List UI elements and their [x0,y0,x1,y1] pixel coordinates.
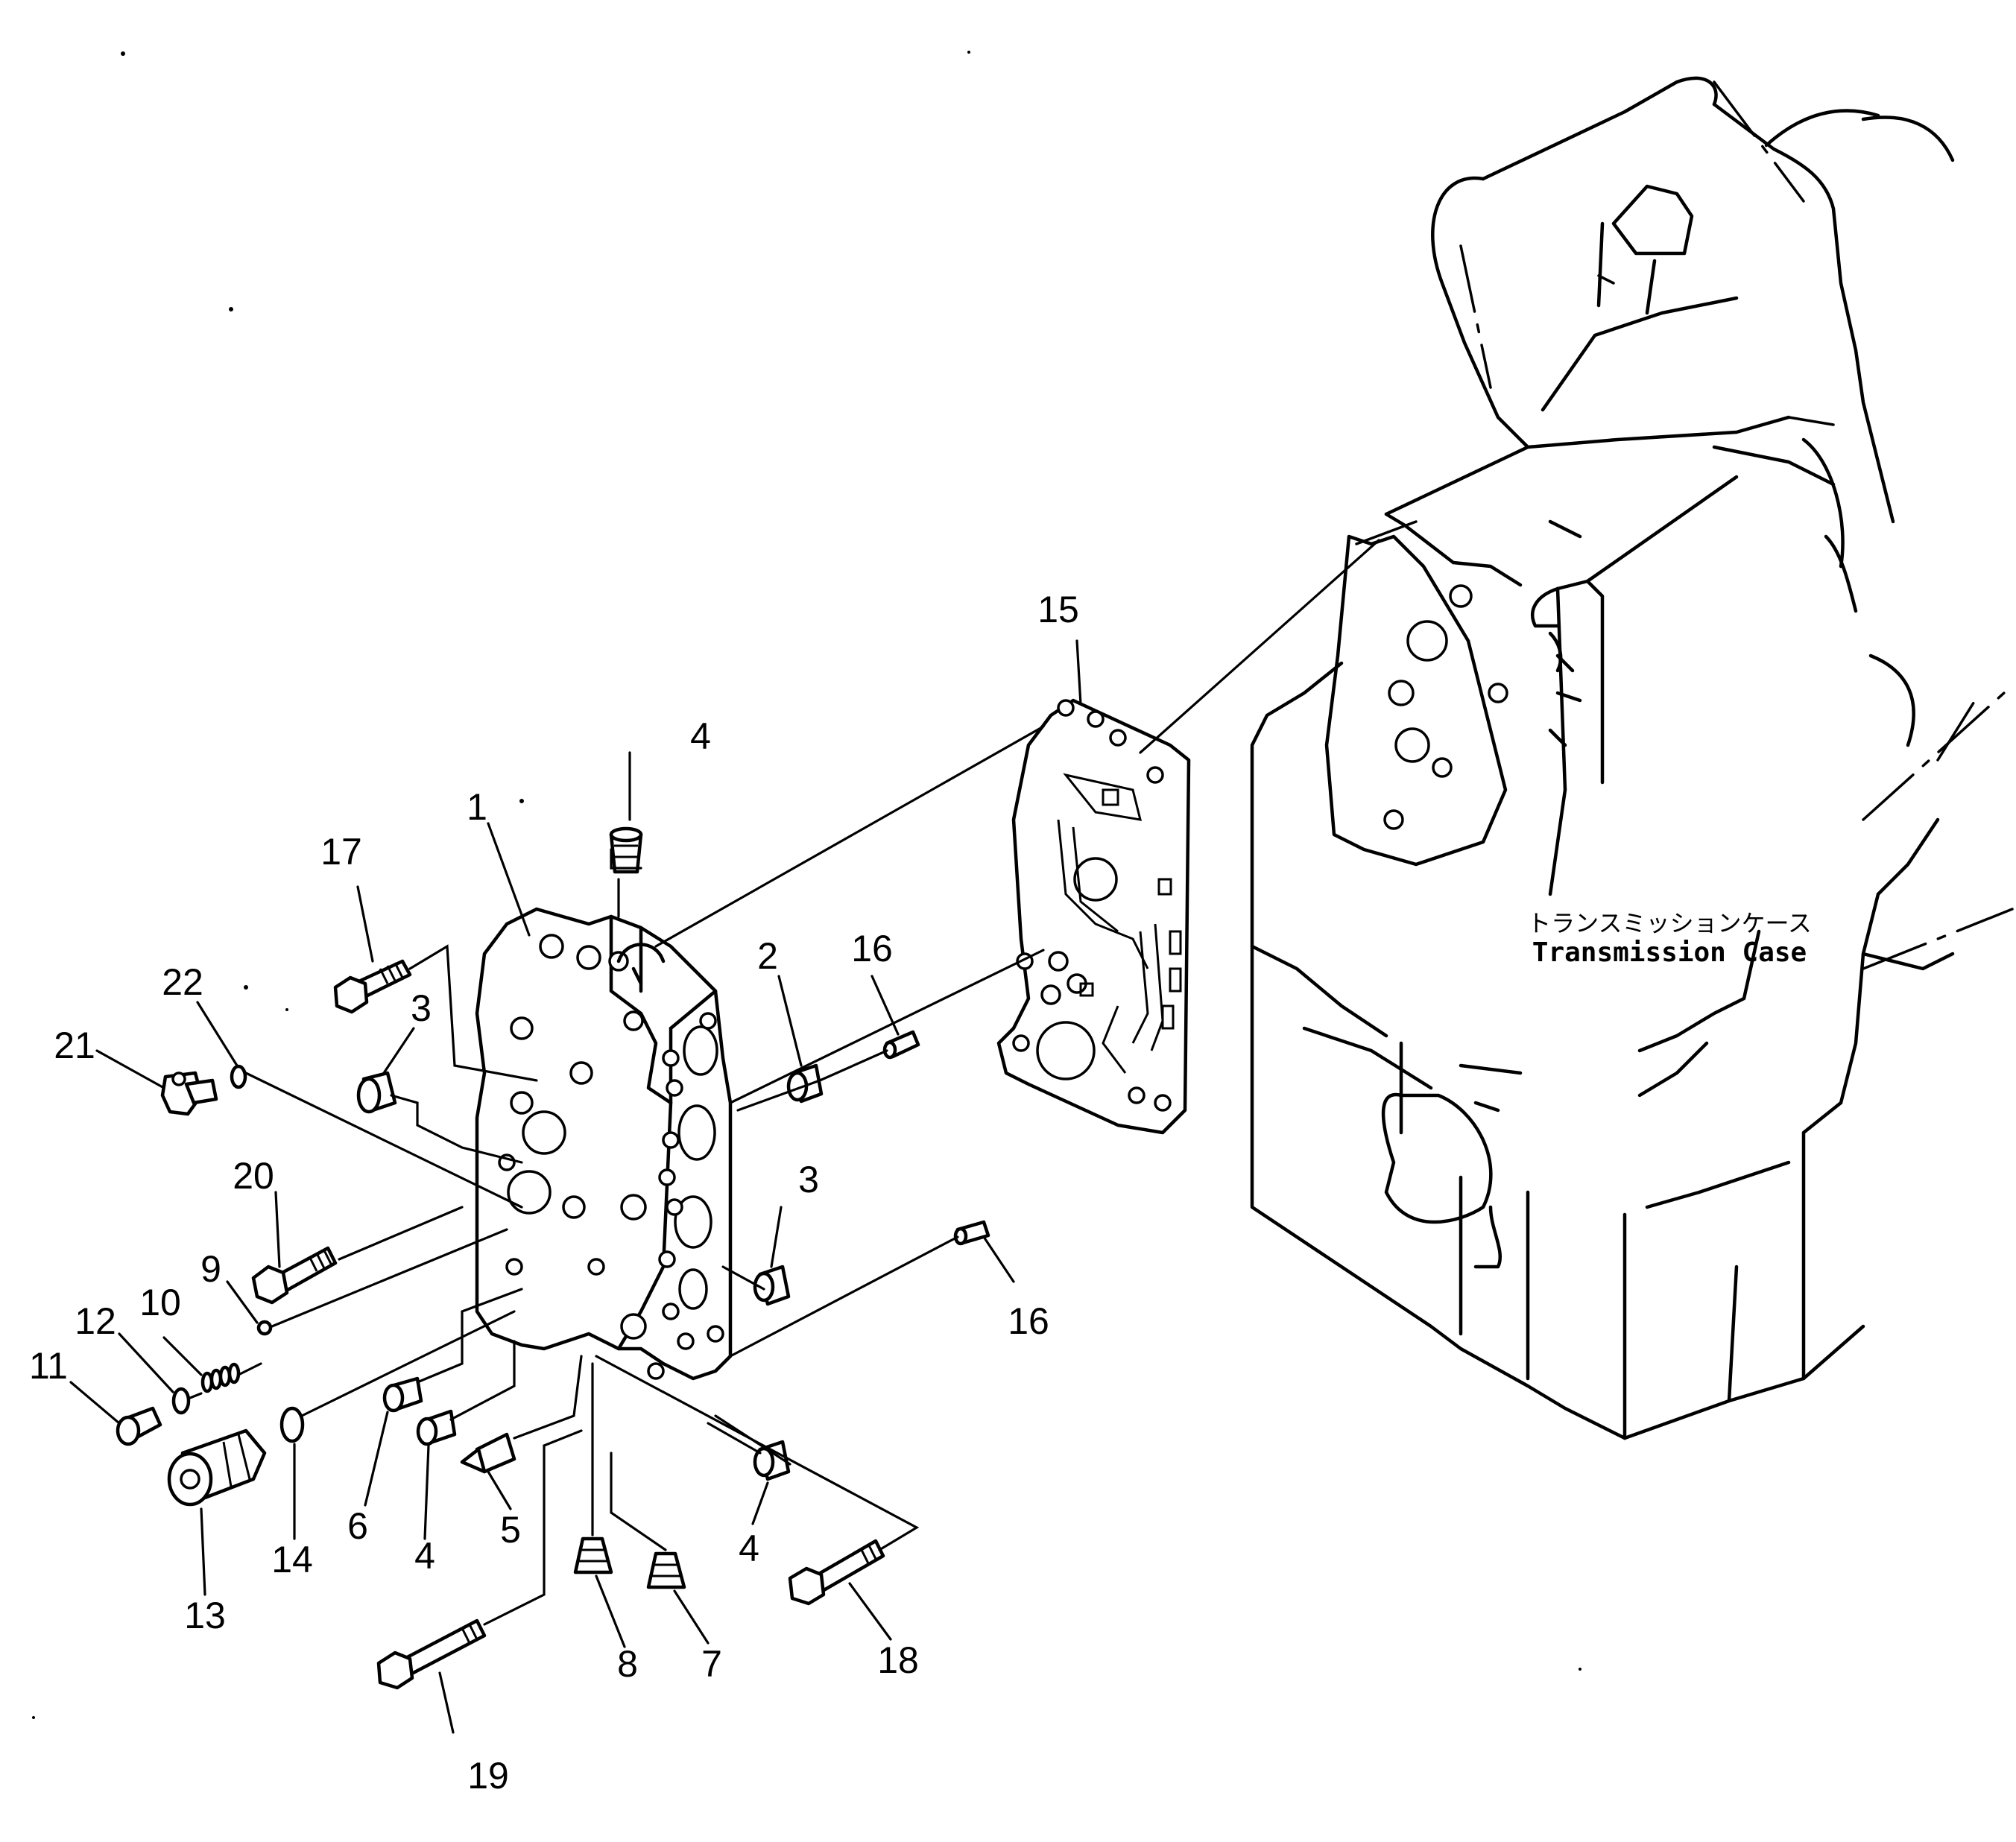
callout-17: 17 [320,831,362,873]
callout-8: 8 [617,1643,638,1685]
callouts: 1 2 3 3 4 4 4 5 6 7 8 9 10 11 12 13 14 1… [29,589,1079,1797]
callout-11: 11 [29,1345,68,1387]
callout-15: 15 [1037,589,1079,630]
ball-9 [256,1320,273,1336]
plug-4-top [609,826,643,874]
callout-13: 13 [184,1595,226,1636]
o-ring-22 [230,1064,247,1089]
plug-6 [382,1376,423,1413]
callout-19: 19 [467,1755,509,1797]
callout-9: 9 [200,1248,221,1290]
plug-8 [573,1536,613,1574]
plug-7 [646,1551,686,1589]
bolt-20 [251,1246,338,1305]
case-label-en: Transmission Case [1532,937,1807,968]
dowel-pin-16-top [882,1030,920,1060]
callout-2: 2 [757,935,778,977]
plug-3-right [753,1265,791,1306]
callout-leaders [69,639,1082,1734]
dowel-pin-16-bottom [953,1220,990,1246]
callout-14: 14 [271,1539,313,1580]
callout-7: 7 [701,1643,722,1685]
callout-3-right: 3 [798,1159,819,1200]
plug-2 [786,1063,824,1104]
gasket-plate [996,698,1191,1135]
callout-22: 22 [162,961,203,1003]
o-ring-12 [171,1387,191,1415]
plug-4-bottom [416,1409,457,1446]
assembly-lines [189,539,1380,1626]
valve-body [475,907,733,1381]
callout-5: 5 [500,1509,521,1551]
bolt-19 [376,1618,487,1690]
callout-12: 12 [75,1300,116,1342]
callout-3-left: 3 [411,987,432,1029]
callout-4-right: 4 [739,1528,759,1569]
callout-10: 10 [139,1282,181,1323]
transmission-case: トランスミッションケース Transmission Case [1250,76,2014,1440]
plug-11 [116,1406,162,1446]
callout-21: 21 [54,1025,95,1066]
callout-18: 18 [877,1639,919,1681]
callout-4-top: 4 [690,715,711,757]
o-ring-14 [279,1406,305,1443]
spring-10 [200,1362,241,1393]
callout-1: 1 [467,786,487,828]
callout-6: 6 [347,1505,368,1547]
callout-20: 20 [233,1155,274,1197]
sensor-13 [167,1428,267,1507]
callout-16-bottom: 16 [1008,1300,1049,1342]
callout-16-top: 16 [851,928,893,969]
plug-3-left [356,1071,397,1114]
case-label-jp: トランスミッションケース [1527,909,1812,937]
callout-4-bottom: 4 [414,1535,435,1577]
scan-specks [32,51,1581,1719]
bolt-18 [788,1539,885,1606]
elbow-fitting-21 [160,1071,218,1116]
bolt-17 [333,959,412,1014]
plug-5 [460,1432,516,1474]
plug-4-right [753,1440,791,1481]
